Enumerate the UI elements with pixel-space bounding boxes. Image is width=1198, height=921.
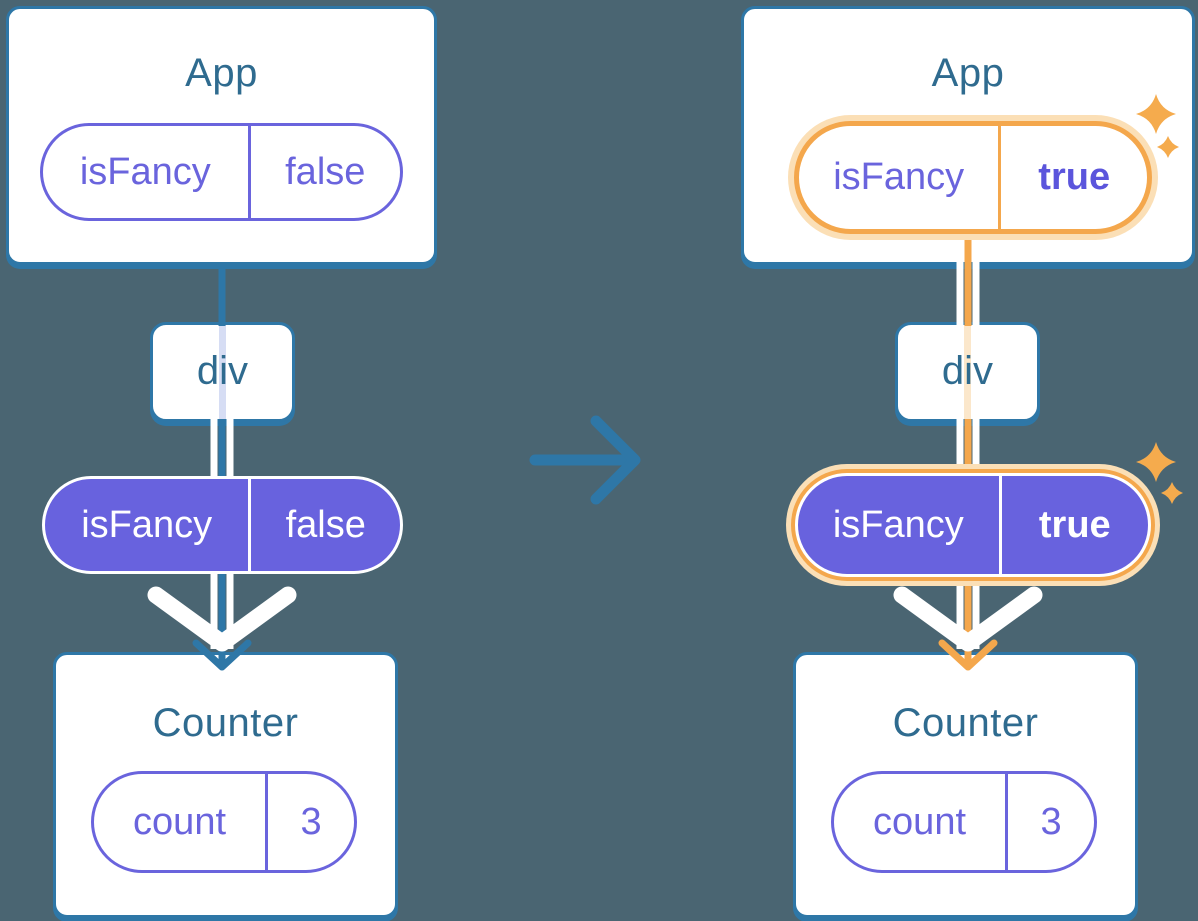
pill-key: count [94,774,269,870]
pill-key: isFancy [43,126,251,218]
div-box-after: div [895,322,1040,422]
down-chevron-icon [893,586,1043,652]
app-card-title: App [931,51,1005,95]
app-card-title: App [185,51,258,95]
highlight-pipe-pill-to-counter [956,576,980,663]
prop-pill-after: isFancy true [795,473,1151,577]
pill-key: isFancy [798,476,1002,574]
prop-pipe-div-to-pill [210,419,234,482]
div-box-before: div [150,322,295,422]
pill-value: false [285,503,366,546]
pill-value: false [285,150,366,193]
counter-card-title: Counter [152,701,299,745]
counter-card-title: Counter [892,701,1039,745]
pill-value: true [1038,156,1111,198]
app-state-pill-before: isFancy false [40,123,403,221]
pill-key: isFancy [799,126,1002,229]
pill-key: isFancy [45,479,252,571]
pill-key: count [834,774,1009,870]
app-state-pill-after: isFancy true [794,121,1152,234]
pill-value: true [1038,503,1111,546]
right-arrow-icon [529,415,641,505]
pill-value: 3 [300,800,322,843]
prop-pipe-pill-to-counter [210,570,234,663]
pill-value: 3 [1040,800,1062,843]
counter-state-pill-after: count 3 [831,771,1097,873]
down-chevron-icon [147,586,297,652]
prop-pill-before: isFancy false [42,476,403,574]
counter-state-pill-before: count 3 [91,771,357,873]
